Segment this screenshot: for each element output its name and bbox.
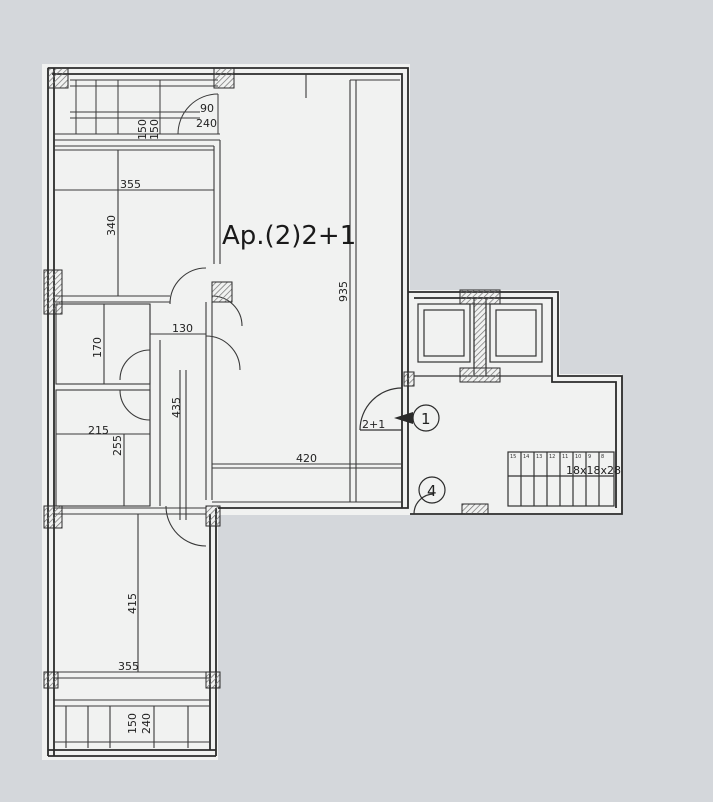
dim-355-top: 355 — [120, 178, 141, 191]
dim-240-top: 240 — [196, 117, 217, 130]
step-number: 10 — [575, 454, 581, 460]
dim-150-a: 150 — [136, 119, 149, 140]
core-marker-number: 4 — [427, 482, 437, 500]
dim-415: 415 — [126, 593, 139, 614]
dim-435: 435 — [170, 397, 183, 418]
dim-340: 340 — [105, 215, 118, 236]
stair-dimension-label: 18x18x28 — [566, 464, 621, 477]
dim-935: 935 — [337, 281, 350, 302]
plan-paper — [42, 64, 622, 760]
hall-bathrooms — [54, 267, 243, 547]
dim-240-bottom: 240 — [140, 713, 153, 734]
core-marker: 4 — [418, 476, 446, 504]
step-number: 9 — [588, 454, 591, 460]
step-number: 15 — [510, 454, 516, 460]
step-number: 13 — [536, 454, 542, 460]
structural-columns — [43, 67, 501, 689]
step-number: 11 — [562, 454, 568, 460]
dim-150-bottom: 150 — [126, 713, 139, 734]
apartment-title: Ap.(2)2+1 — [222, 221, 356, 251]
step-number: 14 — [523, 454, 529, 460]
dim-215: 215 — [88, 424, 109, 437]
step-number: 12 — [549, 454, 555, 460]
dim-150-b: 150 — [148, 119, 161, 140]
dimension-labels: 90 240 150 150 355 340 935 130 170 435 2… — [88, 102, 350, 734]
dim-90: 90 — [200, 102, 214, 115]
unit-marker-label: 2+1 — [362, 418, 385, 431]
dim-355-bottom: 355 — [118, 660, 139, 673]
dim-170: 170 — [91, 337, 104, 358]
dim-130: 130 — [172, 322, 193, 335]
step-number: 8 — [601, 454, 604, 460]
bedroom-top — [54, 140, 221, 303]
stair-step-numbers: 15 14 13 12 11 10 9 8 — [510, 454, 604, 460]
bedroom-bottom — [54, 514, 210, 748]
dim-255: 255 — [111, 435, 124, 456]
dim-420: 420 — [296, 452, 317, 465]
living-room — [205, 74, 402, 503]
outer-walls — [47, 67, 623, 757]
unit-marker-number: 1 — [421, 410, 431, 428]
arrow-left-icon — [394, 412, 413, 424]
unit-marker: 1 2+1 — [362, 404, 440, 432]
top-balcony — [54, 79, 220, 141]
